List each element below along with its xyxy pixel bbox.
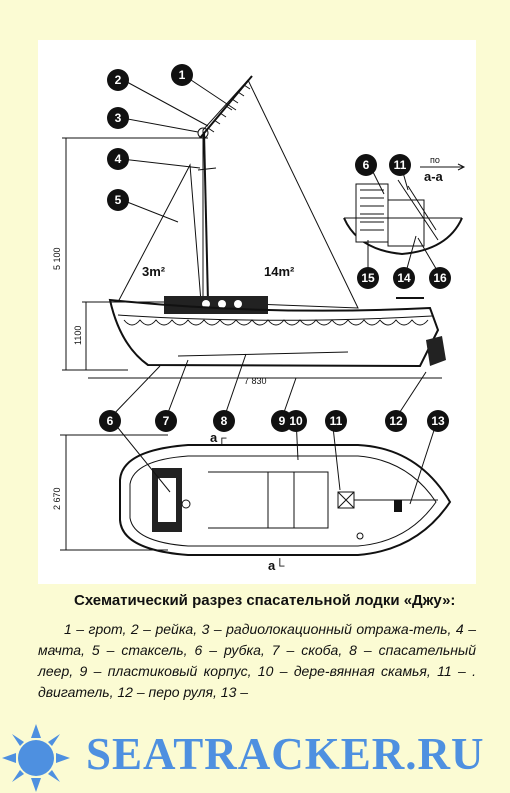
jib-area-label: 3m² [142,264,166,279]
callout-12: 12 [385,410,407,432]
callout-section-15: 15 [357,267,379,289]
jib [117,163,202,303]
svg-text:16: 16 [433,271,447,285]
caption-title: Схематический разрез спасательной лодки … [74,592,456,609]
svg-text:10: 10 [289,414,303,428]
section-label: а-а [424,169,444,184]
plan-view: a┌ a└ [119,430,452,573]
lifeline [123,319,429,326]
figure-caption: Схематический разрез спасательной лодки … [38,591,476,703]
dim-hull-height: 1100 [73,326,83,345]
callout-6: 6 [99,410,121,432]
svg-text:15: 15 [361,271,375,285]
mainsail [202,79,359,309]
svg-text:11: 11 [394,158,407,172]
svg-text:3: 3 [115,111,122,125]
callout-1: 1 [171,64,193,86]
side-view [108,75,446,368]
yard [199,75,253,139]
callout-section-6: 6 [355,154,377,176]
callout-11: 11 [325,410,347,432]
section-mark-upper: a┌ [210,430,227,447]
svg-text:5: 5 [115,193,122,207]
callout-4: 4 [107,148,129,170]
svg-text:9: 9 [279,414,286,428]
cross-section: по а-а [343,155,466,256]
callout-5: 5 [107,189,129,211]
watermark-sun-icon [2,724,70,792]
svg-text:8: 8 [221,414,228,428]
callout-2: 2 [107,69,129,91]
callout-section-14: 14 [393,267,415,289]
svg-text:11: 11 [330,414,343,428]
hull [108,298,440,368]
dim-mast-height: 5 100 [52,247,62,270]
watermark-text: SEATRACKER.RU [86,729,485,779]
dimension-lines: 5 100 1100 7 830 2 670 [52,137,442,551]
svg-text:7: 7 [163,414,170,428]
svg-text:14: 14 [397,271,411,285]
caption-legend: 1 – грот, 2 – рейка, 3 – радиолокационны… [38,621,476,700]
leader-lines [109,77,439,505]
callout-3: 3 [107,107,129,129]
plan-hull [119,444,452,556]
section-label-top: по [430,155,440,165]
callout-7: 7 [155,410,177,432]
callout-8: 8 [213,410,235,432]
dim-length: 7 830 [244,376,267,386]
svg-text:13: 13 [431,414,445,428]
callout-section-16: 16 [429,267,451,289]
boat-diagram: 5 100 1100 7 830 2 670 3m² 14m² по а-а a… [38,40,476,584]
mast [203,131,209,303]
dim-beam: 2 670 [52,487,62,510]
callout-13: 13 [427,410,449,432]
section-mark-lower: a└ [268,558,285,573]
svg-text:1: 1 [179,68,186,82]
mainsail-area-label: 14m² [264,264,295,279]
svg-text:6: 6 [107,414,114,428]
svg-text:6: 6 [363,158,370,172]
svg-text:4: 4 [115,152,122,166]
svg-text:12: 12 [389,414,403,428]
rudder [426,336,446,366]
callout-10: 10 [285,410,307,432]
svg-text:2: 2 [115,73,122,87]
callout-section-11: 11 [389,154,411,176]
